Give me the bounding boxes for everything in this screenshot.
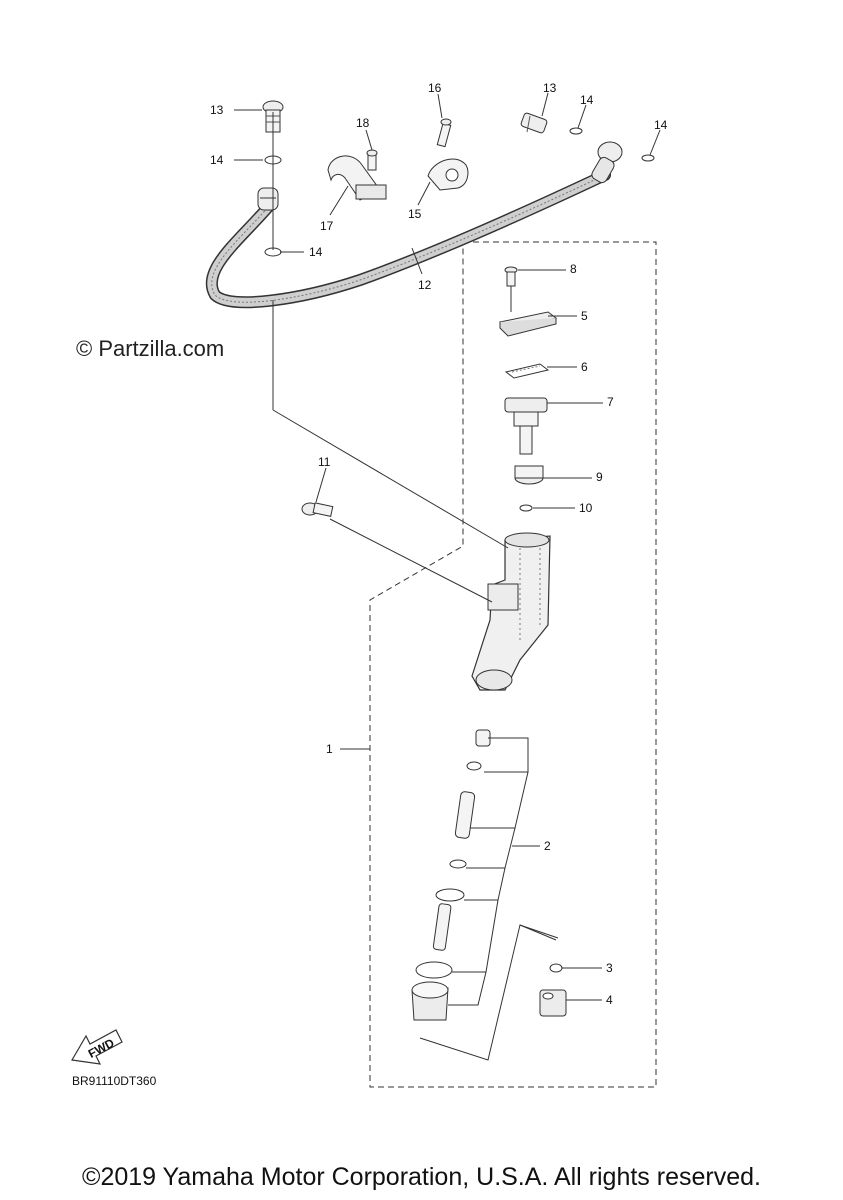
reservoir-body: [514, 465, 544, 485]
leader-line: [419, 924, 559, 1061]
svg-text:11: 11: [318, 455, 331, 469]
svg-text:17: 17: [320, 219, 334, 233]
leader-line: [470, 771, 529, 829]
hose-joint: [539, 989, 567, 1017]
leader-line: [519, 924, 557, 941]
svg-text:8: 8: [570, 262, 577, 276]
leader-line: [464, 867, 506, 901]
clamp-bolt-right: [436, 118, 452, 148]
callout-8: 8: [518, 262, 577, 276]
callout-15: 15: [408, 181, 431, 221]
callout-2: 2: [544, 839, 551, 853]
callout-12: 12: [411, 247, 432, 292]
callout-16: 16: [428, 81, 443, 119]
callout-7: 7: [547, 395, 614, 409]
callout-4: 4: [566, 993, 613, 1007]
svg-text:14: 14: [210, 153, 224, 167]
union-bolt-right: [520, 112, 548, 134]
leader-line: [448, 971, 487, 1006]
callout-9: 9: [543, 470, 603, 484]
fwd-arrow-icon: FWD: [71, 1029, 123, 1065]
svg-text:1: 1: [326, 742, 333, 756]
svg-text:3: 3: [606, 961, 613, 975]
watermark: © Partzilla.com: [76, 336, 225, 361]
callout-13b: 13: [541, 81, 557, 117]
leader-line: [484, 737, 529, 773]
callout-17: 17: [320, 185, 349, 233]
callout-13a: 13: [210, 103, 262, 117]
svg-text:14: 14: [580, 93, 594, 107]
callout-6: 6: [547, 360, 588, 374]
diaphragm: [504, 397, 548, 455]
copper-washer: [641, 154, 655, 162]
svg-text:6: 6: [581, 360, 588, 374]
master-cylinder-body: [471, 532, 551, 691]
callout-5: 5: [548, 309, 588, 323]
leader-line: [452, 899, 499, 973]
hose-fitting-right: [591, 141, 623, 184]
leader-line: [329, 518, 493, 603]
svg-text:7: 7: [607, 395, 614, 409]
svg-text:13: 13: [543, 81, 557, 95]
assembly-outline: [369, 241, 657, 1088]
svg-text:2: 2: [544, 839, 551, 853]
svg-text:14: 14: [309, 245, 323, 259]
svg-text:12: 12: [418, 278, 432, 292]
callout-3: 3: [562, 961, 613, 975]
cap-screw: [504, 266, 518, 287]
piston-kit: [411, 729, 491, 1021]
leader-line: [466, 827, 516, 869]
diaphragm-plate: [504, 363, 550, 379]
copyright-notice: ©2019 Yamaha Motor Corporation, U.S.A. A…: [82, 1163, 761, 1191]
boot-clip: [549, 963, 563, 973]
svg-text:10: 10: [579, 501, 593, 515]
callout-1: 1: [326, 742, 370, 756]
svg-text:5: 5: [581, 309, 588, 323]
callout-18: 18: [356, 116, 373, 151]
svg-text:13: 13: [210, 103, 224, 117]
svg-text:15: 15: [408, 207, 422, 221]
callout-14c: 14: [577, 93, 594, 129]
svg-text:18: 18: [356, 116, 370, 130]
svg-text:9: 9: [596, 470, 603, 484]
hose-clamp-right: [427, 158, 469, 191]
callout-14b: 14: [280, 245, 323, 259]
hose-fitting-upper-left: [257, 187, 279, 211]
callout-14d: 14: [649, 118, 668, 156]
mounting-bolt: [301, 502, 334, 517]
clamp-bolt-left: [366, 149, 378, 171]
diagram-code: BR91110DT360: [72, 1074, 157, 1088]
callout-14a: 14: [210, 153, 263, 167]
callout-10: 10: [533, 501, 593, 515]
svg-text:4: 4: [606, 993, 613, 1007]
svg-text:16: 16: [428, 81, 442, 95]
callout-11: 11: [315, 455, 331, 503]
reservoir-cap: [498, 311, 558, 337]
o-ring: [519, 504, 533, 512]
copper-washer: [569, 127, 583, 135]
svg-text:14: 14: [654, 118, 668, 132]
leader-line: [272, 409, 509, 549]
hose-clamp-left: [327, 155, 387, 201]
